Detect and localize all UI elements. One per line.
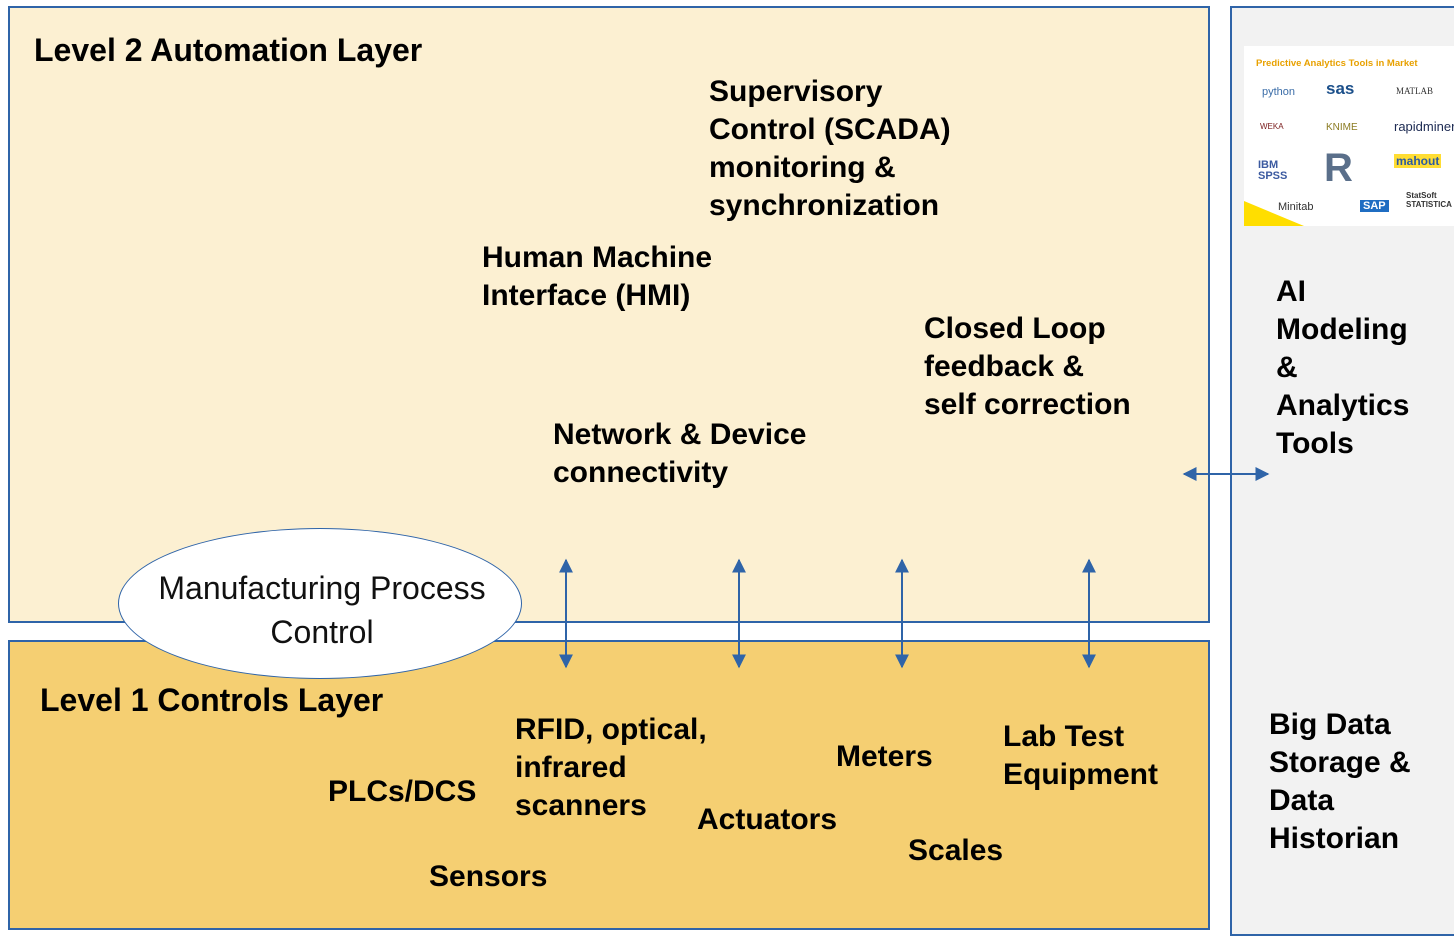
- mahout-logo: mahout: [1394, 154, 1442, 168]
- rapidminer-logo: rapidminer: [1394, 119, 1454, 134]
- tools-image-background: [1244, 201, 1304, 226]
- ai-tools-label: AI Modeling & Analytics Tools: [1276, 275, 1410, 460]
- automation-layer-box: [8, 6, 1210, 623]
- r-logo: R: [1324, 146, 1353, 190]
- sas-logo: sas: [1326, 79, 1355, 98]
- controls-layer-title: Level 1 Controls Layer: [40, 682, 384, 718]
- statsoft-logo: StatSoft STATISTICA: [1406, 191, 1452, 209]
- closed-loop-label: Closed Loop feedback & self correction: [924, 312, 1131, 421]
- scada-label: Supervisory Control (SCADA) monitoring &…: [709, 75, 951, 222]
- process-control-ellipse: [118, 528, 522, 679]
- knime-logo: KNIME: [1326, 122, 1358, 133]
- lab-equipment-label: Lab Test Equipment: [1003, 720, 1158, 791]
- weka-logo: WEKA: [1260, 122, 1284, 131]
- sensors-label: Sensors: [429, 860, 548, 893]
- controls-layer-box: [8, 640, 1210, 930]
- meters-label: Meters: [836, 740, 933, 773]
- sap-logo: SAP: [1360, 200, 1389, 212]
- plcs-label: PLCs/DCS: [328, 775, 477, 808]
- hmi-label: Human Machine Interface (HMI): [482, 241, 713, 312]
- scales-label: Scales: [908, 834, 1004, 867]
- tools-image-title: Predictive Analytics Tools in Market: [1256, 58, 1418, 69]
- rfid-label: RFID, optical, infrared scanners: [515, 713, 707, 822]
- process-control-label: Manufacturing Process Control: [158, 570, 486, 650]
- big-data-label: Big Data Storage & Data Historian: [1269, 708, 1411, 855]
- ibm-spss-logo: IBM SPSS: [1258, 159, 1288, 182]
- automation-layer-title: Level 2 Automation Layer: [34, 32, 423, 68]
- network-label: Network & Device connectivity: [553, 418, 807, 489]
- minitab-logo: Minitab: [1278, 201, 1314, 213]
- python-logo: python: [1262, 86, 1296, 98]
- matlab-logo: MATLAB: [1396, 86, 1434, 96]
- analytics-tools-image: Predictive Analytics Tools in Market pyt…: [1244, 46, 1454, 226]
- actuators-label: Actuators: [697, 803, 838, 836]
